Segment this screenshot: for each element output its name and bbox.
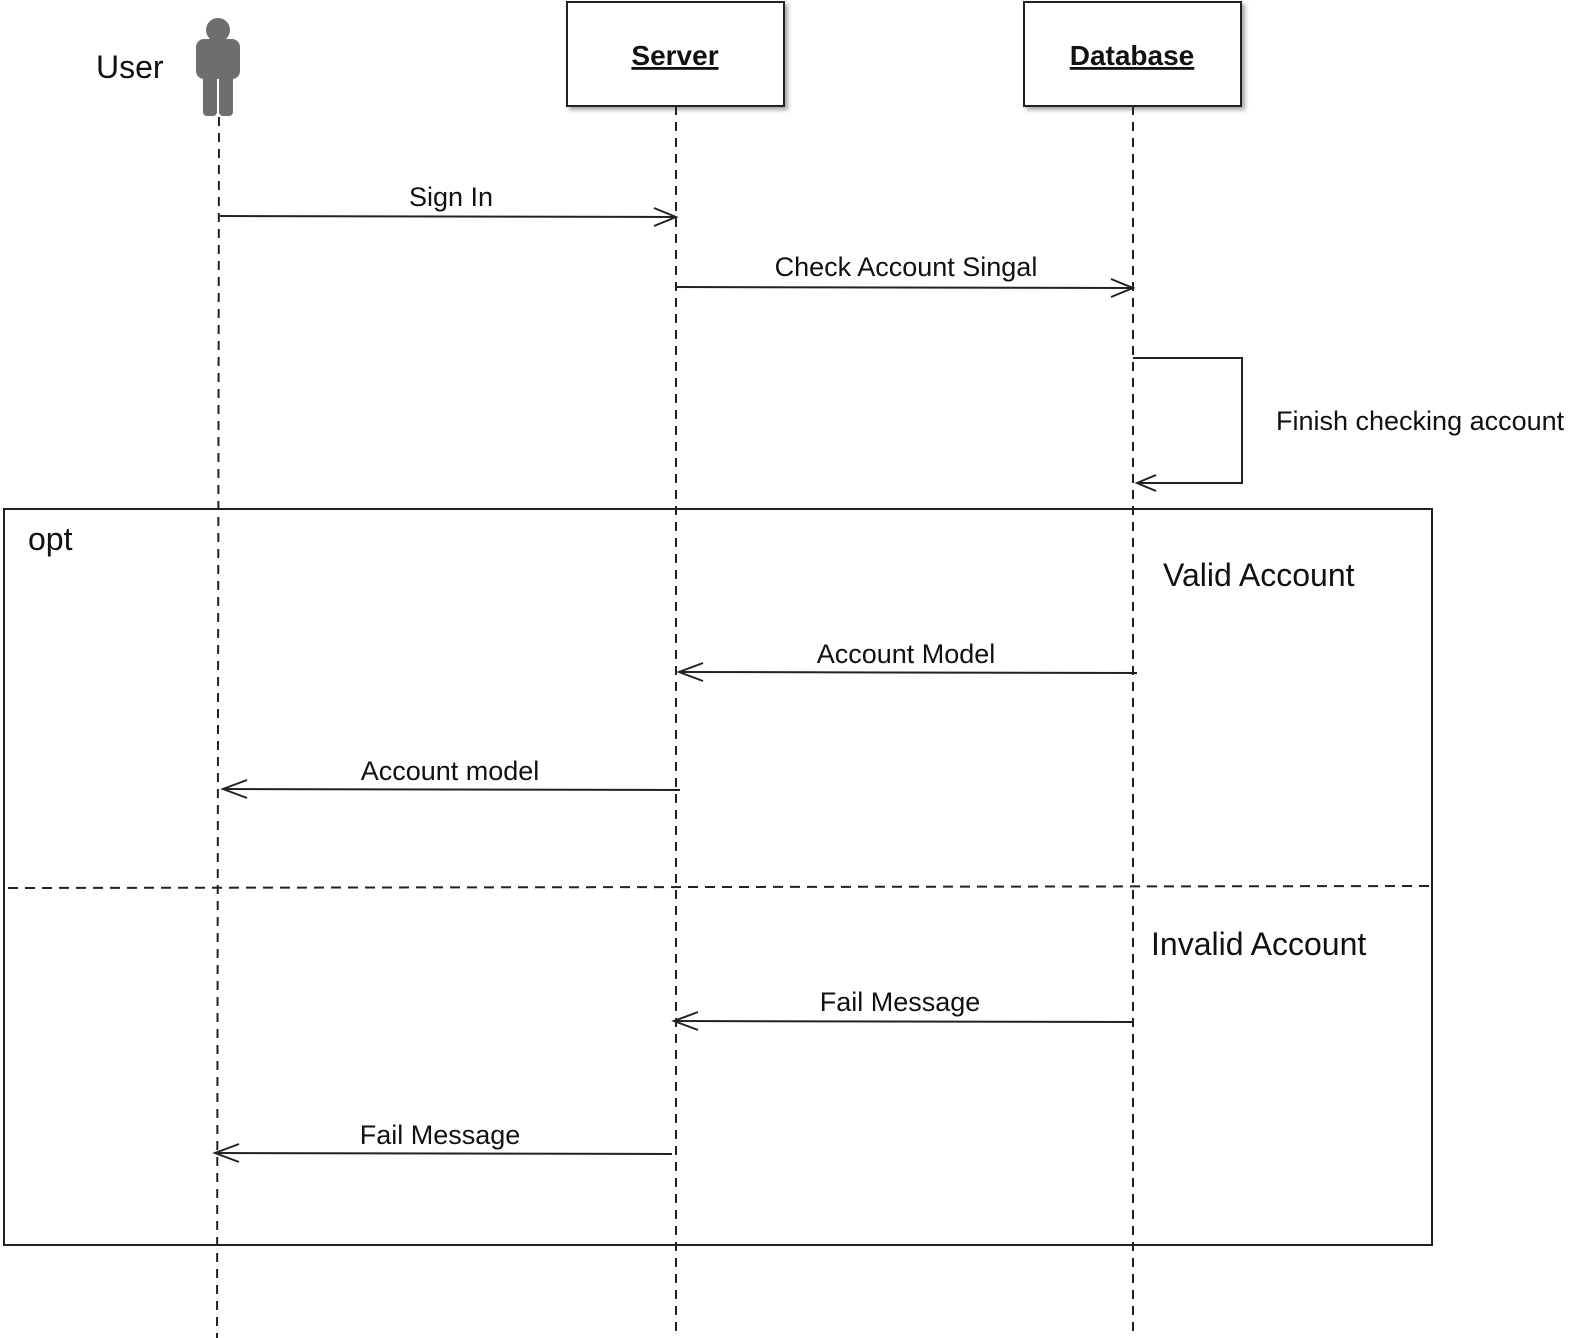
svg-text:Account model: Account model	[361, 756, 540, 786]
check-account-message: Check Account Singal	[675, 252, 1136, 298]
fragment-operator: opt	[28, 521, 73, 557]
fail-message-return-db: Fail Message	[671, 987, 1134, 1031]
account-model-return-db: Account Model	[676, 639, 1138, 682]
server-label: Server	[631, 40, 718, 71]
svg-text:Check Account Singal: Check Account Singal	[775, 252, 1038, 282]
svg-text:Account Model: Account Model	[817, 639, 996, 669]
database-participant: Database	[1023, 1, 1242, 107]
svg-text:Finish checking account: Finish checking account	[1276, 406, 1565, 436]
svg-text:Sign In: Sign In	[409, 182, 493, 212]
guard-invalid-account: Invalid Account	[1151, 926, 1366, 962]
person-icon	[196, 18, 240, 116]
finish-checking-self-message: Finish checking account	[1133, 357, 1565, 492]
fail-message-return-server: Fail Message	[212, 1120, 673, 1163]
sign-in-message: Sign In	[219, 182, 679, 227]
account-model-return-server: Account model	[220, 756, 681, 799]
svg-text:Fail Message: Fail Message	[360, 1120, 521, 1150]
database-label: Database	[1070, 40, 1195, 71]
opt-fragment: opt Valid Account Invalid Account	[3, 508, 1433, 1246]
server-participant: Server	[566, 1, 785, 107]
actor-label: User	[96, 49, 164, 85]
user-lifeline	[216, 116, 220, 1338]
fragment-separator	[7, 885, 1433, 889]
guard-valid-account: Valid Account	[1163, 557, 1355, 593]
svg-text:Fail Message: Fail Message	[820, 987, 981, 1017]
